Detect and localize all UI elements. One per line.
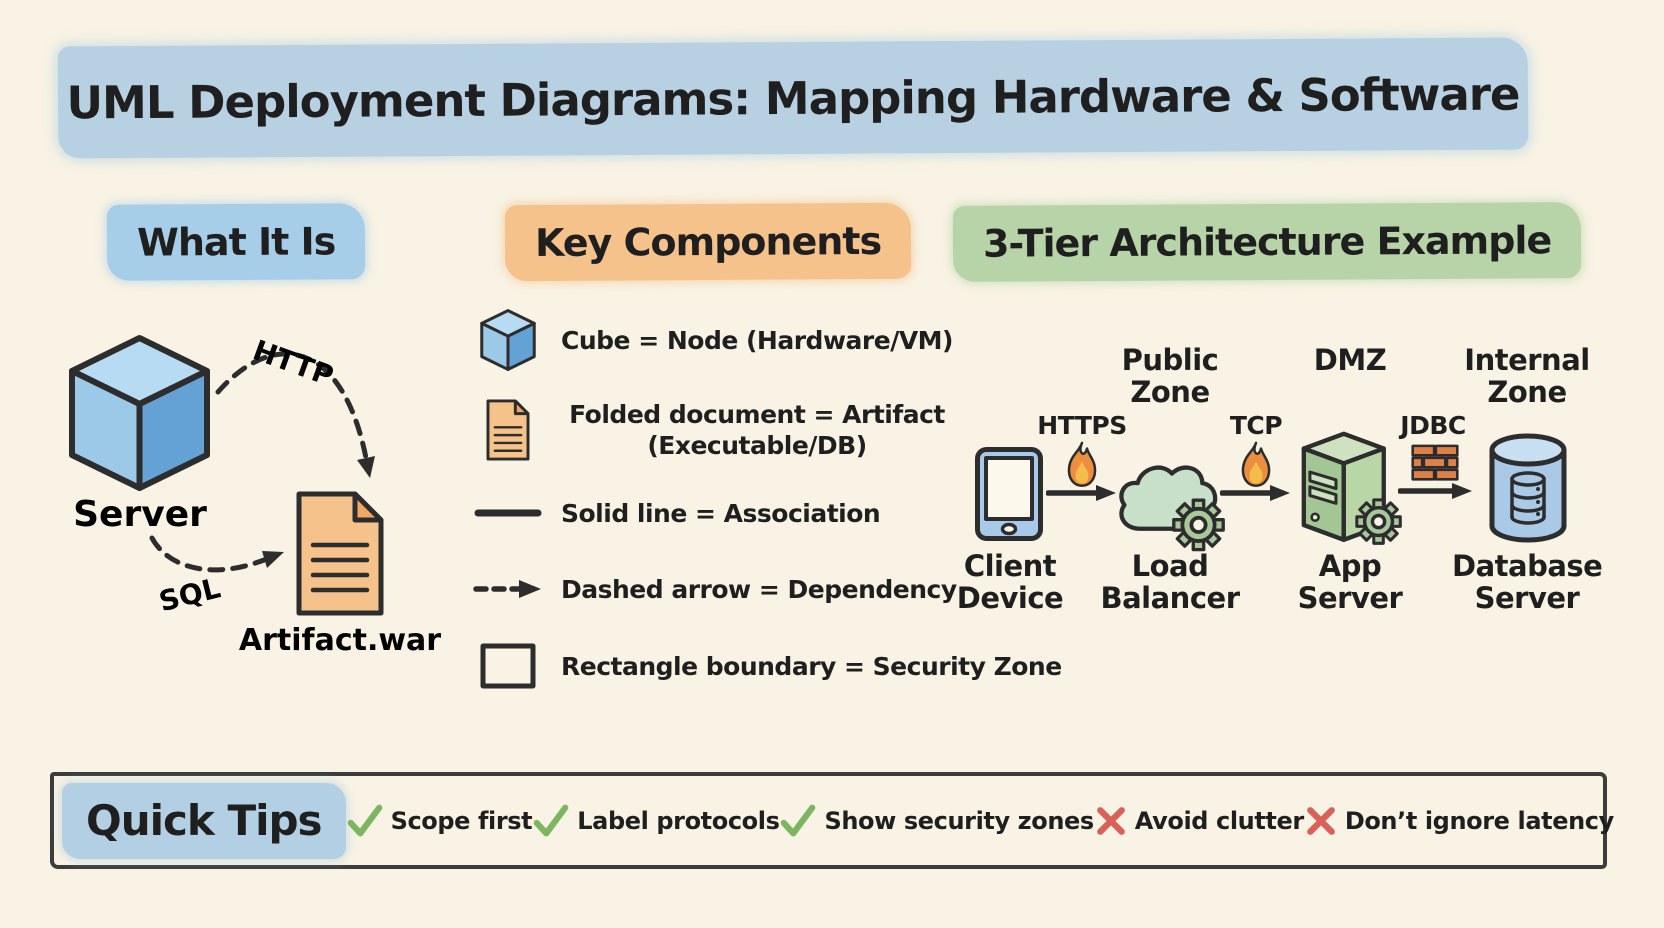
- firewall-brick-icon: [1411, 444, 1459, 481]
- zone-label-internal: Internal Zone: [1464, 343, 1590, 410]
- quick-tips-box: Quick Tips Scope first Label protocols S…: [50, 772, 1614, 869]
- legend-item-association: Solid line = Association: [465, 485, 881, 541]
- tip-scope-first: Scope first: [346, 802, 533, 840]
- legend-item-security-zone: Rectangle boundary = Security Zone: [465, 632, 1062, 700]
- legend-label-node: Cube = Node (Hardware/VM): [561, 325, 953, 355]
- legend-label-association: Solid line = Association: [561, 498, 881, 528]
- zone-label-dmz: DMZ: [1313, 343, 1387, 377]
- rectangle-boundary-icon: [465, 642, 551, 690]
- tip-label: Avoid clutter: [1134, 806, 1304, 835]
- three-tier-heading-label: 3-Tier Architecture Example: [982, 218, 1552, 266]
- server-tower-icon: [1301, 431, 1402, 545]
- node-label-load-balancer: Load Balancer: [1100, 549, 1241, 616]
- tablet-icon: [975, 447, 1043, 541]
- tip-label: Don’t ignore latency: [1344, 806, 1614, 835]
- protocol-label-jdbc: JDBC: [1400, 411, 1466, 440]
- quick-tips-heading-highlight: Quick Tips: [62, 782, 346, 859]
- cube-node-icon: [465, 308, 551, 372]
- tip-avoid-clutter: Avoid clutter: [1094, 804, 1304, 838]
- cloud-gear-icon: [1119, 465, 1225, 552]
- title-banner: UML Deployment Diagrams: Mapping Hardwar…: [57, 37, 1529, 159]
- legend-item-artifact: Folded document = Artifact (Executable/D…: [465, 390, 957, 470]
- what-it-is-heading-label: What It Is: [136, 219, 336, 265]
- http-dependency-arrow: [215, 351, 375, 478]
- http-arrow-label: HTTP: [249, 333, 338, 392]
- zone-label-public: Public Zone: [1121, 343, 1219, 410]
- flow-arrow: [1046, 485, 1116, 501]
- legend-item-node: Cube = Node (Hardware/VM): [465, 300, 953, 380]
- tip-label-protocols: Label protocols: [532, 802, 780, 840]
- artifact-document-icon: [296, 491, 384, 616]
- node-label-client-device: Client Device: [956, 549, 1064, 616]
- tip-dont-ignore-latency: Don’t ignore latency: [1304, 804, 1614, 838]
- check-icon: [533, 804, 569, 836]
- node-label-database-server: Database Server: [1452, 549, 1603, 616]
- section-heading-key-components: Key Components: [504, 202, 912, 282]
- server-node-label: Server: [73, 494, 207, 535]
- section-heading-three-tier: 3-Tier Architecture Example: [952, 202, 1582, 282]
- solid-line-icon: [465, 506, 551, 520]
- sql-dependency-arrow: [149, 535, 284, 573]
- artifact-label: Artifact.war: [239, 623, 441, 658]
- three-tier-diagram: Public Zone DMZ Internal Zone HTTPS: [930, 330, 1630, 630]
- check-icon: [347, 804, 382, 836]
- section-heading-what-it-is: What It Is: [106, 203, 366, 281]
- firewall-flame-icon: [1067, 441, 1097, 487]
- tip-label: Label protocols: [577, 806, 780, 835]
- cross-icon: [1306, 806, 1335, 835]
- key-components-legend: Cube = Node (Hardware/VM) Folded documen…: [465, 290, 1062, 710]
- legend-label-security-zone: Rectangle boundary = Security Zone: [561, 651, 1062, 681]
- cross-icon: [1096, 806, 1125, 835]
- tip-show-security-zones: Show security zones: [779, 802, 1094, 840]
- database-cylinder-icon: [1489, 433, 1567, 543]
- tip-label: Scope first: [390, 806, 533, 835]
- what-it-is-diagram: Server HTTP SQL Artifact.war: [69, 333, 441, 658]
- quick-tips-heading: Quick Tips: [86, 796, 323, 845]
- dashed-arrow-icon: [465, 578, 551, 600]
- server-cube-icon: [69, 335, 210, 491]
- legend-label-dependency: Dashed arrow = Dependency: [561, 574, 957, 604]
- flow-arrow: [1220, 485, 1290, 501]
- flow-arrow: [1398, 483, 1472, 499]
- key-components-heading-label: Key Components: [534, 218, 882, 266]
- legend-label-artifact: Folded document = Artifact (Executable/D…: [569, 399, 945, 460]
- legend-item-dependency: Dashed arrow = Dependency: [465, 561, 957, 617]
- protocol-label-https: HTTPS: [1037, 411, 1127, 440]
- page-title: UML Deployment Diagrams: Mapping Hardwar…: [66, 67, 1520, 129]
- sql-arrow-label: SQL: [156, 571, 224, 618]
- protocol-label-tcp: TCP: [1229, 411, 1283, 440]
- firewall-flame-icon: [1241, 441, 1271, 487]
- check-icon: [781, 804, 816, 836]
- node-label-app-server: App Server: [1297, 549, 1403, 616]
- tip-label: Show security zones: [824, 806, 1094, 835]
- folded-document-icon: [465, 399, 551, 461]
